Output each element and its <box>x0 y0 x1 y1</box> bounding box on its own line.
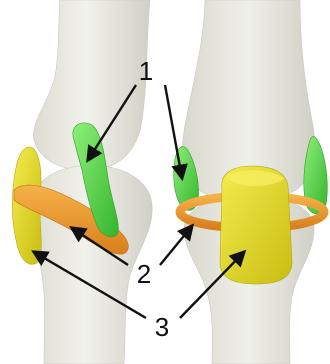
label-1: 1 <box>139 56 153 86</box>
palmar-view <box>174 0 328 364</box>
label-2: 2 <box>137 259 151 289</box>
label-3: 3 <box>155 312 169 342</box>
arrow-1-right <box>165 85 182 178</box>
